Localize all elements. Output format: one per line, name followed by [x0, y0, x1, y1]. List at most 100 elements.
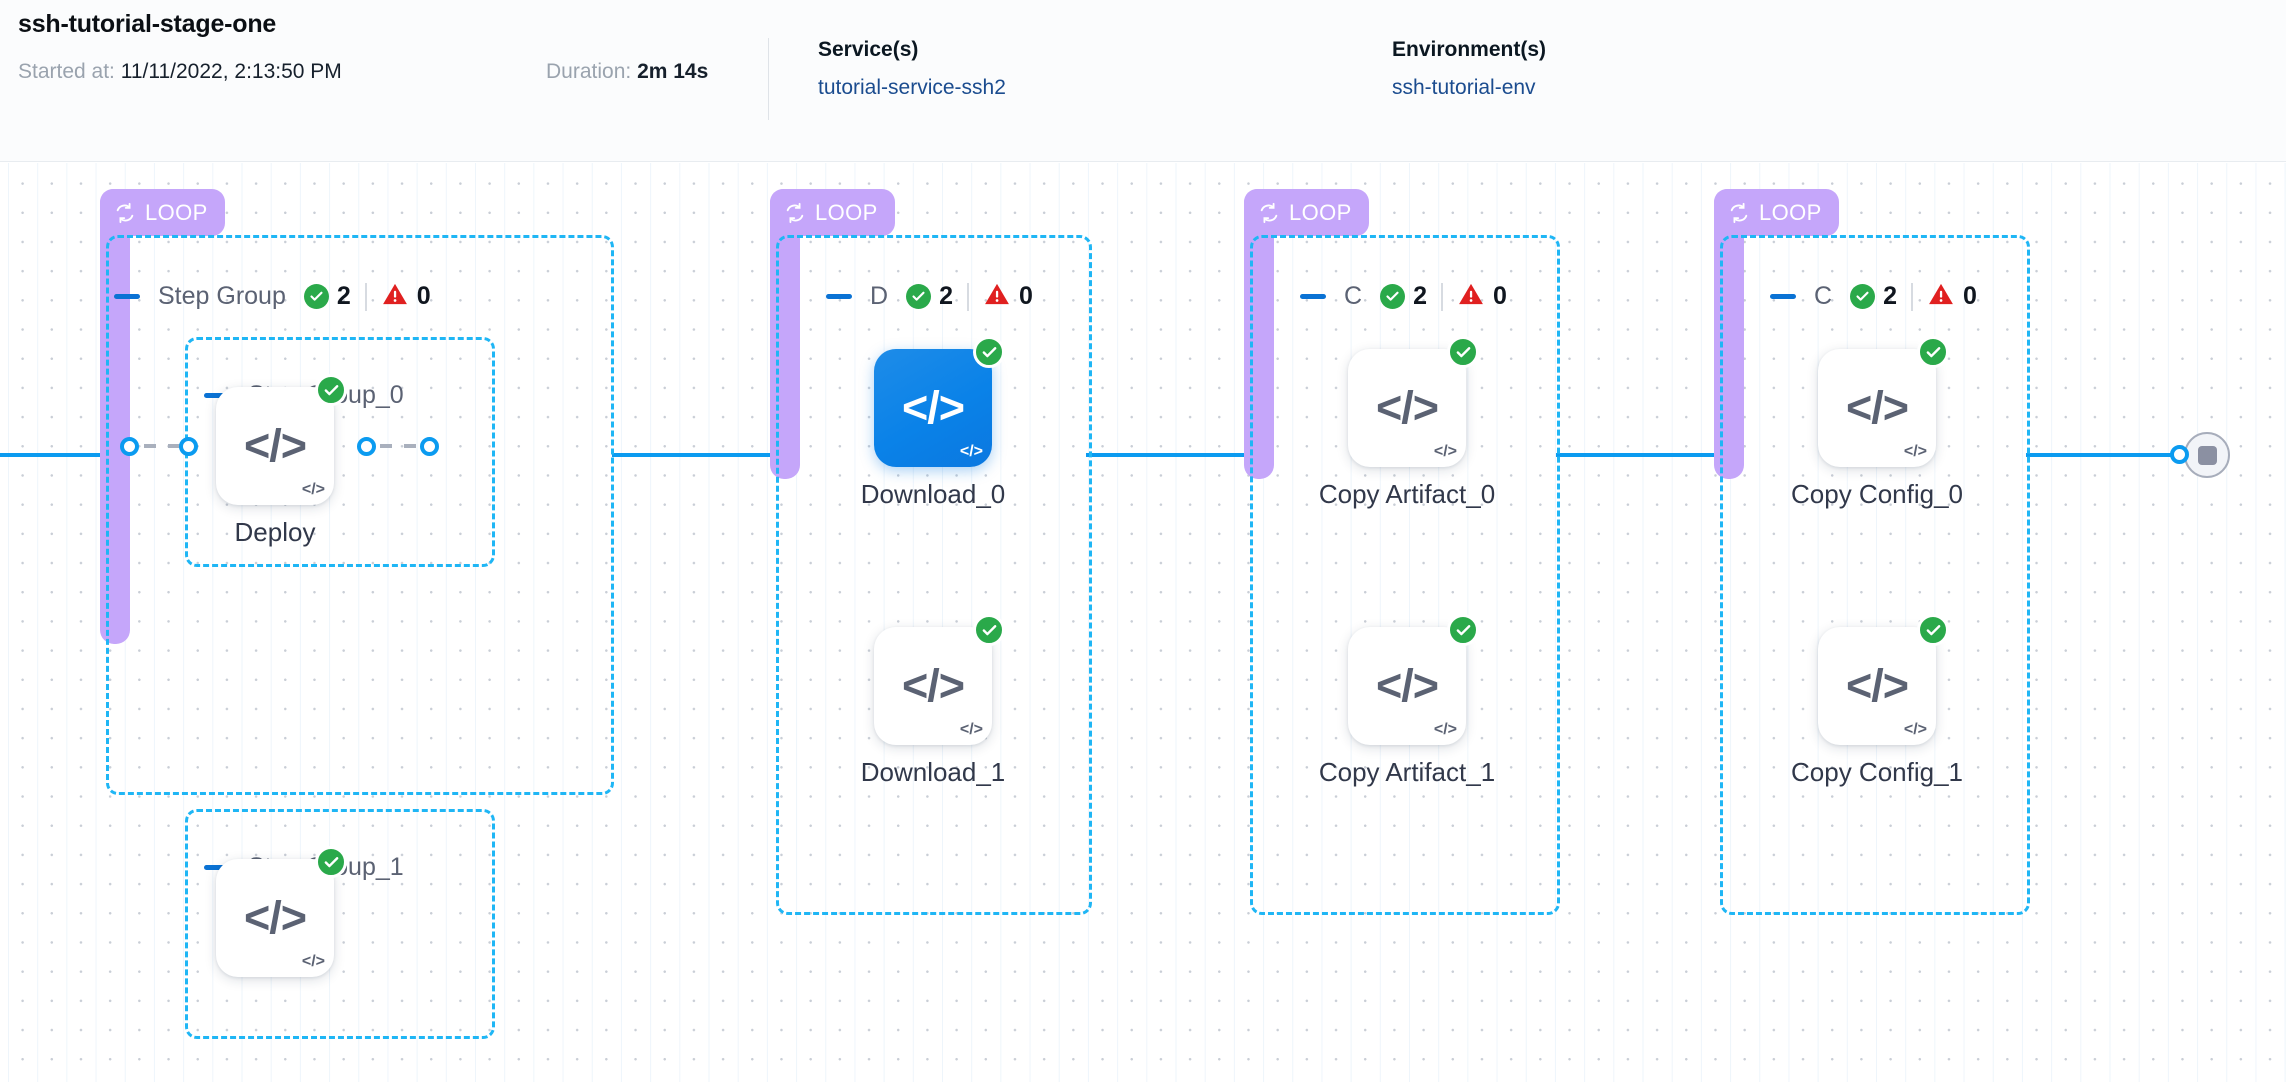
group-container: [1250, 235, 1560, 915]
error-count: 0: [1962, 282, 1977, 310]
step-node-deploy[interactable]: </> </> Deploy: [216, 374, 347, 547]
collapse-dash-icon[interactable]: [826, 294, 852, 299]
loop-icon: [784, 202, 806, 224]
node-label: Copy Artifact_1: [1318, 757, 1496, 787]
node-tile[interactable]: </> </>: [216, 846, 347, 977]
step-node-copy-config-0[interactable]: </> </> Copy Config_0: [1791, 336, 1963, 509]
step-node-copy-artifact-1[interactable]: </> </> Copy Artifact_1: [1319, 614, 1495, 787]
group-header[interactable]: C 2 0: [1300, 281, 1507, 312]
loop-badge[interactable]: LOOP: [770, 189, 895, 236]
node-label: Download_0: [860, 479, 1006, 509]
loop-icon: [1258, 202, 1280, 224]
node-label: Deploy: [234, 517, 316, 547]
status-badge-success: [315, 846, 347, 878]
subgroup-header-0[interactable]: Step Group_0: [204, 381, 422, 410]
step-node-download-0[interactable]: </> </> Download_0: [861, 336, 1005, 509]
started-at-label: Started at:: [18, 60, 115, 83]
loop-badge-label: LOOP: [145, 199, 208, 225]
code-icon-small: </>: [301, 481, 325, 498]
environments-column: Environment(s) ssh-tutorial-env: [1392, 38, 1546, 100]
stop-circle[interactable]: [2184, 432, 2230, 478]
dashed-connector: [144, 444, 190, 448]
step-node-download-1[interactable]: </> </> Download_1: [861, 614, 1005, 787]
step-node-subgroup-1[interactable]: </> </>: [216, 846, 347, 977]
code-icon: </>: [243, 892, 307, 943]
node-label: Copy Artifact_0: [1318, 479, 1496, 509]
port-end[interactable]: [2170, 445, 2189, 464]
node-tile[interactable]: </> </>: [1818, 336, 1949, 467]
code-icon: </>: [1845, 382, 1909, 433]
node-tile[interactable]: </> </>: [874, 336, 1005, 467]
pipeline-header: ssh-tutorial-stage-one Started at: 11/11…: [0, 0, 2286, 162]
started-at: Started at: 11/11/2022, 2:13:50 PM: [18, 60, 342, 84]
code-icon-small: </>: [301, 953, 325, 970]
port-left-outer[interactable]: [120, 437, 139, 456]
success-count: 2: [939, 282, 953, 310]
dashed-connector: [380, 444, 426, 448]
error-count: 0: [1492, 282, 1507, 310]
port-left-inner[interactable]: [179, 437, 198, 456]
code-icon-small: </>: [1433, 721, 1457, 738]
port-right-outer[interactable]: [420, 437, 439, 456]
services-label: Service(s): [818, 38, 919, 61]
code-icon: </>: [243, 420, 307, 471]
group-title: Step Group: [158, 282, 286, 310]
subgroup-container-1: [185, 809, 495, 1039]
group-container: [1720, 235, 2030, 915]
environment-link[interactable]: ssh-tutorial-env: [1392, 76, 1536, 99]
pipeline-canvas[interactable]: LOOP Step Group 2 0 Step Gr: [0, 163, 2286, 1082]
error-count-group: 0: [1457, 281, 1507, 312]
collapse-dash-icon[interactable]: [114, 294, 140, 299]
check-circle-icon: [1850, 284, 1876, 309]
connector-line-3: [1556, 453, 1716, 457]
node-tile[interactable]: </> </>: [216, 374, 347, 505]
loop-icon: [1728, 202, 1750, 224]
warning-triangle-icon: [983, 281, 1011, 312]
services-column: Service(s) tutorial-service-ssh2: [818, 38, 1006, 100]
collapse-dash-icon[interactable]: [204, 865, 230, 870]
collapse-dash-icon[interactable]: [1770, 294, 1796, 299]
code-icon-small: </>: [959, 443, 983, 460]
success-count-group: 2: [1850, 282, 1897, 311]
step-node-copy-config-1[interactable]: </> </> Copy Config_1: [1791, 614, 1963, 787]
node-tile[interactable]: </> </>: [1818, 614, 1949, 745]
success-count-group: 2: [1380, 282, 1427, 311]
node-tile[interactable]: </> </>: [1348, 336, 1479, 467]
code-icon-small: </>: [1903, 443, 1927, 460]
port-right-inner[interactable]: [357, 437, 376, 456]
success-count-group: 2: [303, 282, 351, 311]
code-icon-small: </>: [1903, 721, 1927, 738]
collapse-dash-icon[interactable]: [204, 393, 230, 398]
node-tile[interactable]: </> </>: [1348, 614, 1479, 745]
count-divider: [1440, 282, 1443, 311]
status-badge-success: [1917, 614, 1949, 646]
group-title: C: [1814, 282, 1833, 310]
stop-square-icon: [2197, 445, 2217, 465]
step-node-copy-artifact-0[interactable]: </> </> Copy Artifact_0: [1319, 336, 1495, 509]
error-count: 0: [416, 282, 431, 310]
count-divider: [364, 282, 367, 311]
group-header[interactable]: D 2 0: [826, 281, 1033, 312]
collapse-dash-icon[interactable]: [1300, 294, 1326, 299]
pipeline-end-node[interactable]: [2170, 432, 2230, 478]
node-label: Download_1: [860, 757, 1006, 787]
warning-triangle-icon: [1927, 281, 1955, 312]
status-badge-success: [1447, 614, 1479, 646]
group-container: [106, 235, 614, 795]
error-count-group: 0: [381, 281, 431, 312]
success-count-group: 2: [906, 282, 953, 311]
loop-badge[interactable]: LOOP: [1244, 189, 1369, 236]
group-header[interactable]: C 2 0: [1770, 281, 1977, 312]
status-badge-success: [973, 614, 1005, 646]
loop-badge[interactable]: LOOP: [1714, 189, 1839, 236]
loop-badge-label: LOOP: [1289, 199, 1352, 225]
code-icon-small: </>: [959, 721, 983, 738]
loop-badge[interactable]: LOOP: [100, 189, 225, 236]
group-title: D: [870, 282, 889, 310]
group-header[interactable]: Step Group 2 0: [114, 281, 431, 312]
code-icon: </>: [1375, 382, 1439, 433]
subgroup-header-1[interactable]: Step Group_1: [204, 853, 422, 882]
service-link[interactable]: tutorial-service-ssh2: [818, 76, 1006, 99]
node-tile[interactable]: </> </>: [874, 614, 1005, 745]
warning-triangle-icon: [1457, 281, 1485, 312]
